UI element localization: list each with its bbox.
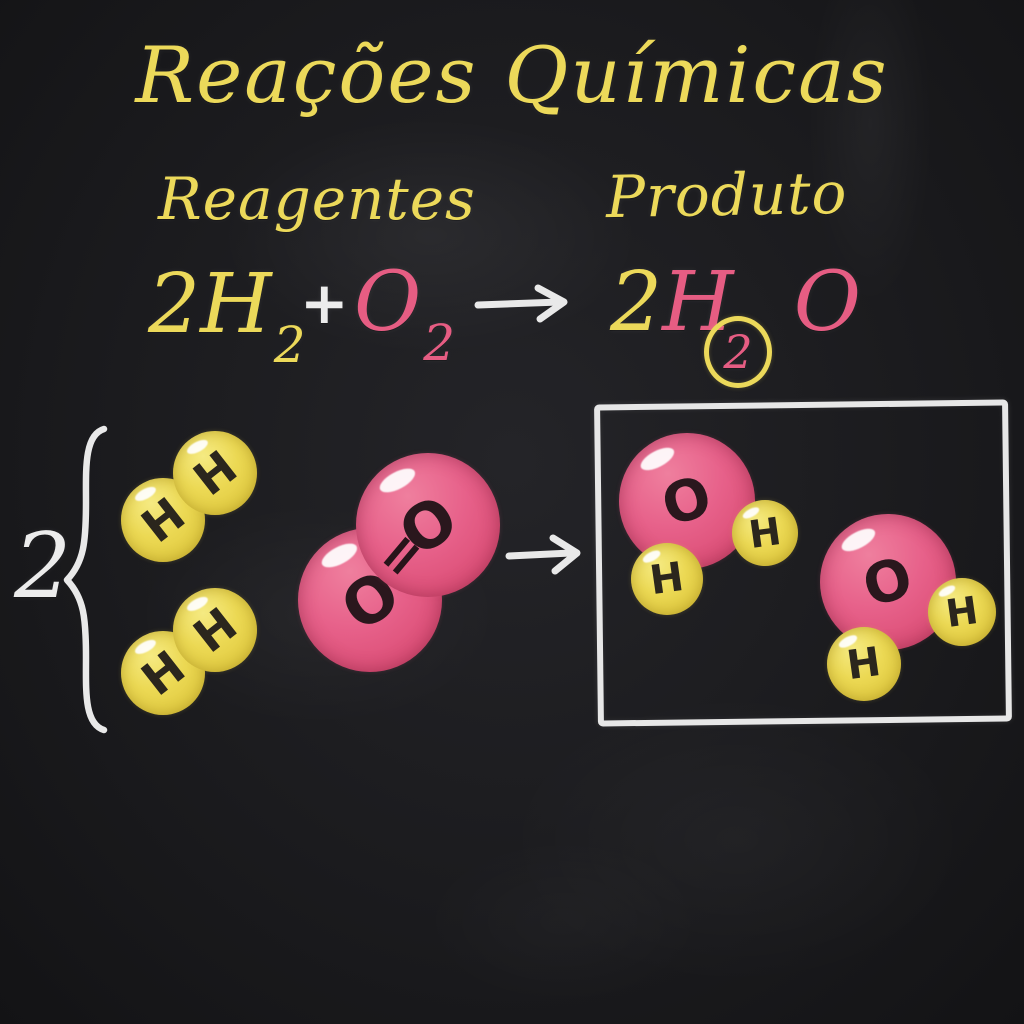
page-title: Reações Químicas [135, 31, 889, 121]
atom-label: O [655, 463, 719, 539]
atom-label: H [943, 588, 981, 636]
atom-label: H [183, 596, 247, 664]
reaction-arrow-icon [474, 284, 568, 323]
product-label: Produto [605, 158, 848, 232]
hydrogen-atom: H [173, 431, 257, 515]
model-coefficient: 2 [14, 514, 72, 619]
hydrogen-atom: H [928, 578, 996, 646]
hydrogen-atom: H [732, 500, 798, 566]
oxygen-subscript: 2 [423, 314, 456, 372]
equation-hydrogen-term: 2H2 [148, 264, 306, 371]
hydrogen-atom: H [827, 627, 901, 701]
hydrogen-coefficient: 2 [148, 257, 201, 352]
atom-label: H [844, 638, 884, 690]
hydrogen-symbol: H [200, 257, 272, 352]
atom-label: O [856, 544, 920, 620]
hydrogen-atom: H [631, 543, 703, 615]
atom-label: H [183, 439, 247, 507]
plus-sign: + [300, 269, 349, 337]
grouping-brace-icon [63, 425, 108, 734]
atom-label: H [647, 553, 687, 605]
reactants-label: Reagentes [158, 165, 476, 233]
oxygen-symbol: O [354, 255, 422, 350]
product-coefficient: 2 [610, 255, 663, 350]
oxygen-atom: O [619, 433, 755, 569]
model-arrow-icon [505, 534, 581, 575]
oxygen-atom: O [356, 453, 500, 597]
product-subscript-circled: 2 [704, 316, 772, 388]
product-oxygen-symbol: O [793, 255, 861, 350]
hydrogen-atom: H [173, 588, 257, 672]
hydrogen-subscript: 2 [273, 316, 306, 374]
atom-label: H [746, 509, 784, 557]
equation-oxygen-term: O2 [354, 262, 455, 369]
